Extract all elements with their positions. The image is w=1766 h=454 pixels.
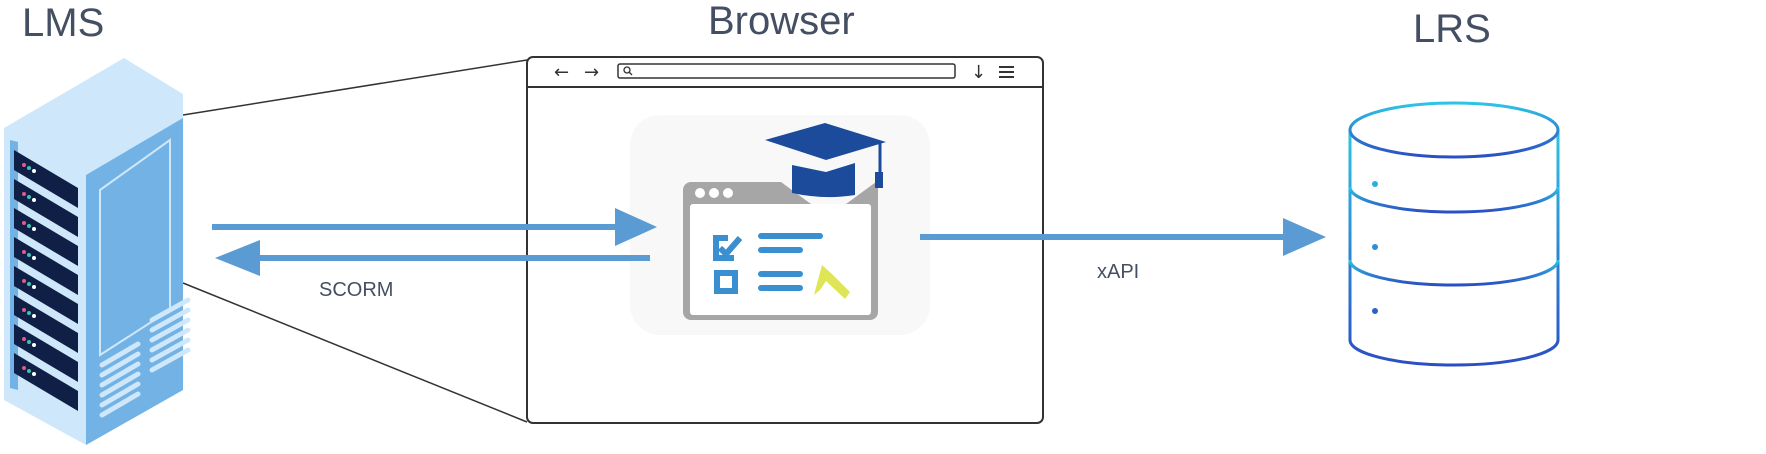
graduation-cap-icon [765, 123, 886, 198]
forward-arrow-icon: → [584, 62, 599, 83]
projection-line-top [182, 59, 528, 116]
browser-window: ← → ↓ [526, 56, 1044, 424]
lms-title: LMS [22, 1, 104, 45]
menu-icon [999, 66, 1014, 78]
back-arrow-icon: ← [554, 62, 569, 83]
xapi-label: xAPI [1097, 261, 1139, 283]
address-bar [617, 63, 956, 79]
search-icon [623, 66, 633, 76]
lrs-title: LRS [1413, 7, 1491, 51]
server-icon [4, 58, 191, 445]
xapi-arrow [920, 218, 1326, 256]
checklist-icon [683, 182, 878, 320]
database-icon [1348, 101, 1560, 367]
scorm-arrow-to-lms [215, 240, 650, 276]
scorm-arrow-to-browser [212, 208, 657, 246]
projection-line-bottom [182, 282, 528, 423]
scorm-label: SCORM [319, 279, 393, 301]
cursor-icon [814, 265, 850, 299]
download-icon: ↓ [971, 62, 986, 83]
browser-title: Browser [708, 0, 855, 43]
